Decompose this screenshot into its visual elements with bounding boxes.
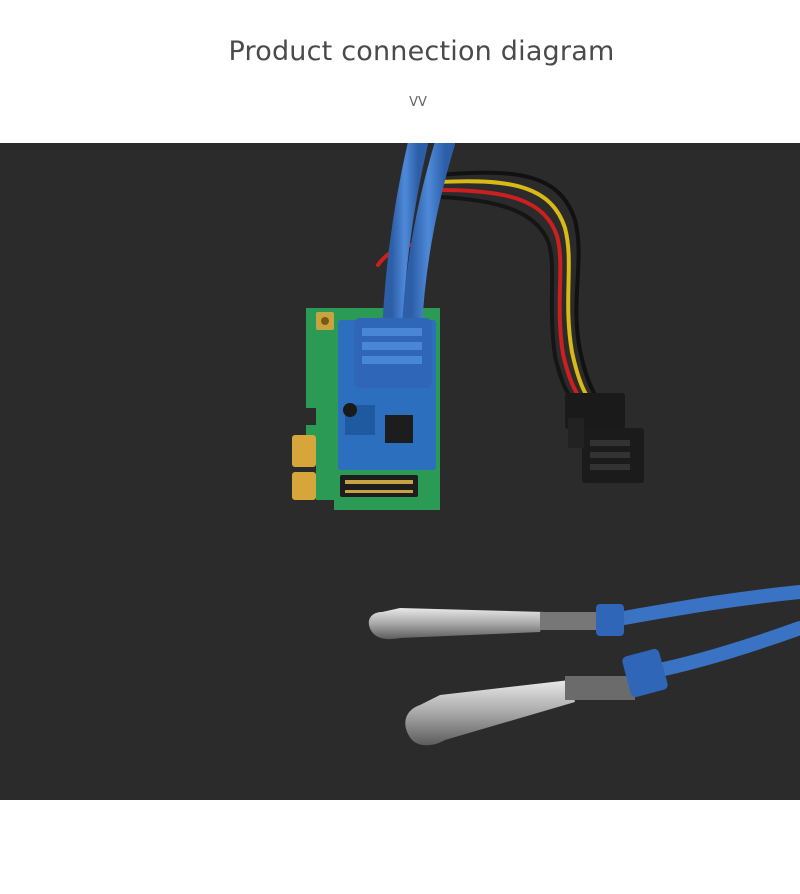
store-watermark: S Remote Controller Store <box>594 881 768 894</box>
header: Product connection diagram VV <box>0 0 800 143</box>
product-illustration <box>292 143 800 746</box>
product-photo: S Remote Controller Store <box>0 143 800 894</box>
bracket-clip-upper <box>368 604 624 640</box>
usb-header-connector <box>354 318 432 388</box>
page-subtitle: VV <box>409 95 427 110</box>
sata-connector <box>565 393 644 483</box>
page-title: Product connection diagram <box>228 36 615 67</box>
bracket-clip-lower <box>405 648 668 746</box>
